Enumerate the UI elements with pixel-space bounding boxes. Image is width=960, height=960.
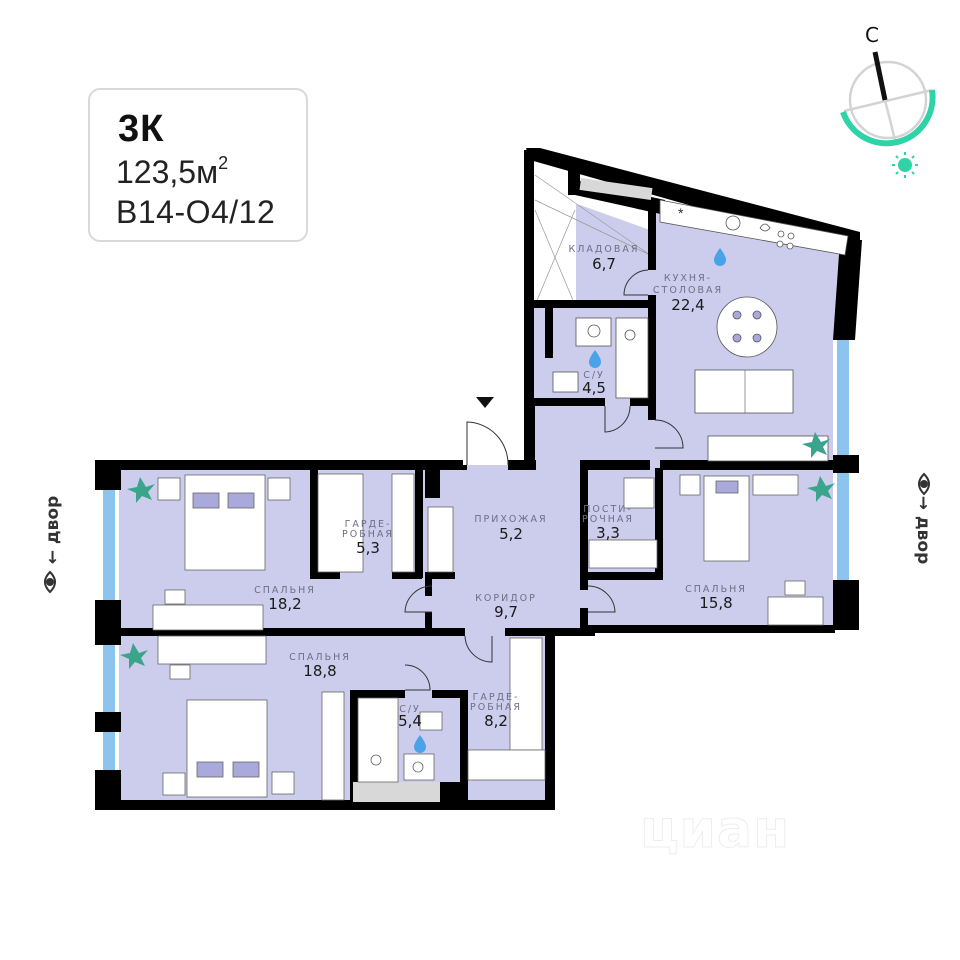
svg-text:КУХНЯ-: КУХНЯ- [664, 273, 712, 284]
svg-text:6,7: 6,7 [592, 255, 616, 273]
svg-text:8,2: 8,2 [484, 712, 508, 730]
arrow-icon: → [913, 495, 933, 510]
apartment-info-card: 3К 123,5м2 В14-О4/12 [88, 88, 308, 242]
svg-text:ПРИХОЖАЯ: ПРИХОЖАЯ [474, 514, 547, 525]
tv-stand [707, 435, 829, 462]
apartment-code: В14-О4/12 [116, 194, 276, 230]
svg-text:РОБНАЯ: РОБНАЯ [470, 702, 522, 713]
svg-text:4,5: 4,5 [582, 379, 606, 397]
svg-text:С/У: С/У [399, 704, 421, 715]
compass-icon: С [840, 23, 936, 178]
svg-text:22,4: 22,4 [671, 296, 704, 314]
entrance-area [463, 420, 508, 465]
svg-text:ПОСТИ-: ПОСТИ- [583, 504, 633, 515]
bedroom2-furniture [588, 474, 824, 626]
kitchen-counter: * [659, 199, 849, 256]
dining-table [716, 296, 778, 358]
bedroom3-furniture [157, 635, 546, 801]
apartment-area: 123,5м2 [116, 153, 229, 190]
sun-icon [892, 152, 918, 178]
svg-text:С/У: С/У [583, 370, 605, 381]
fridge-icon: * [678, 205, 684, 221]
orientation-left-label: ← двор [43, 495, 63, 565]
windows [97, 178, 855, 770]
svg-text:РОБНАЯ: РОБНАЯ [342, 529, 394, 540]
svg-text:ГАРДЕ-: ГАРДЕ- [473, 692, 520, 703]
svg-text:3,3: 3,3 [596, 524, 620, 542]
storage-shelving [534, 174, 651, 306]
entrance-marker-icon [476, 397, 494, 408]
svg-text:СПАЛЬНЯ: СПАЛЬНЯ [685, 584, 747, 595]
svg-text:18,2: 18,2 [268, 595, 301, 613]
bath1-fixtures [552, 317, 649, 399]
orientation-right-label: → двор [913, 495, 933, 565]
svg-text:КЛАДОВАЯ: КЛАДОВАЯ [569, 244, 640, 255]
svg-text:КОРИДОР: КОРИДОР [475, 593, 537, 604]
bedroom1-furniture [152, 473, 454, 631]
apartment-type: 3К [118, 108, 165, 150]
north-label: С [865, 23, 879, 47]
svg-text:СТОЛОВАЯ: СТОЛОВАЯ [653, 285, 723, 296]
svg-text:5,2: 5,2 [499, 525, 523, 543]
svg-text:18,8: 18,8 [303, 662, 336, 680]
room-labels: КЛАДОВАЯ 6,7 КУХНЯ- СТОЛОВАЯ 22,4 С/У 4,… [254, 244, 747, 730]
sofa [694, 369, 794, 414]
watermark-logo: циан [640, 800, 790, 861]
doors[interactable] [404, 269, 684, 691]
eye-icon [44, 472, 930, 594]
svg-text:9,7: 9,7 [494, 603, 518, 621]
water-drop-icons [414, 248, 726, 753]
svg-text:СПАЛЬНЯ: СПАЛЬНЯ [289, 652, 351, 663]
svg-text:15,8: 15,8 [699, 594, 732, 612]
svg-text:5,3: 5,3 [356, 539, 380, 557]
svg-text:СПАЛЬНЯ: СПАЛЬНЯ [254, 585, 316, 596]
svg-text:ГАРДЕ-: ГАРДЕ- [345, 519, 392, 530]
svg-text:РОЧНАЯ: РОЧНАЯ [582, 514, 634, 525]
plant-icons [120, 432, 835, 669]
svg-text:5,4: 5,4 [398, 712, 422, 730]
arrow-icon: ← [43, 550, 63, 565]
